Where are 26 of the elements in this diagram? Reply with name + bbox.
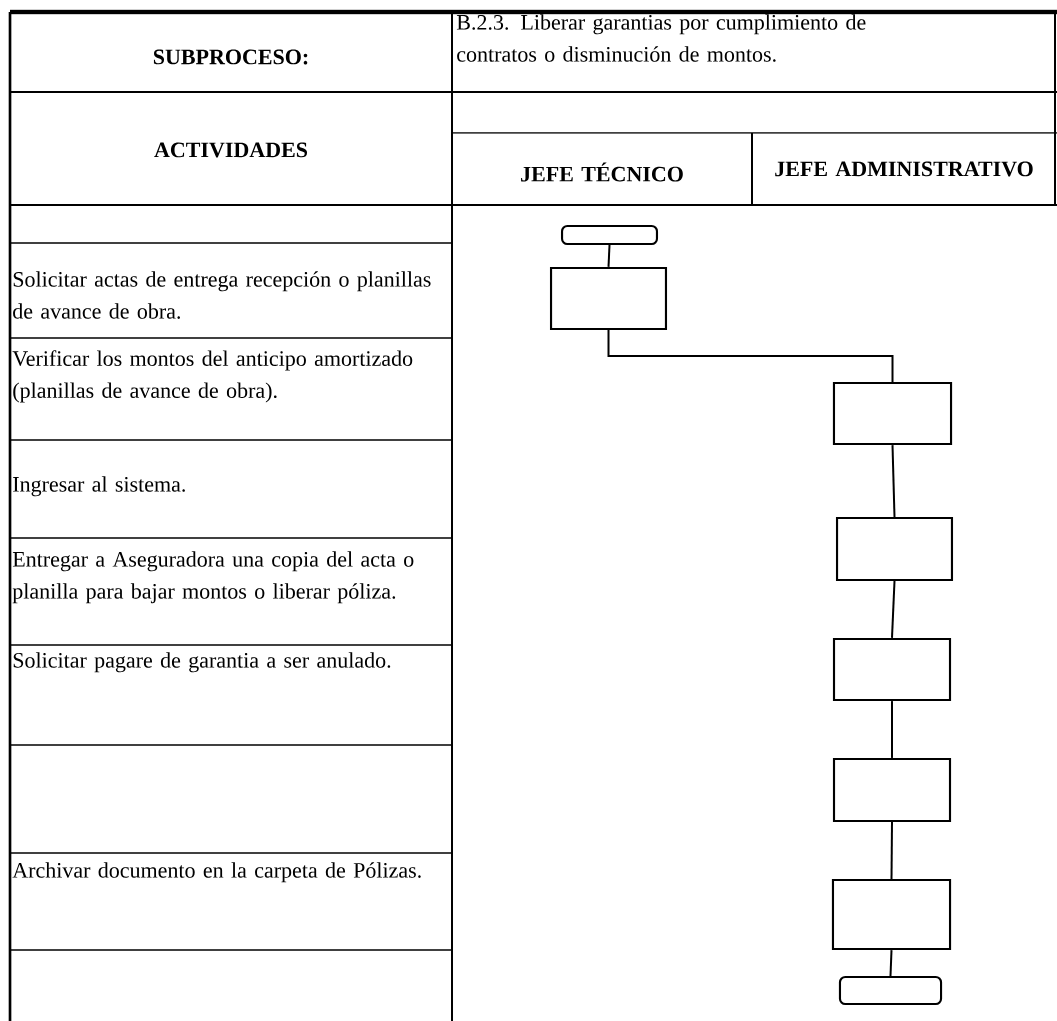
process-box — [832, 381, 953, 446]
process-box — [831, 878, 952, 951]
connector-line — [607, 244, 611, 268]
cell-text: Ingresar al sistema. — [13, 476, 185, 497]
cell-text: Solicitar actas de entrega recepción o planillas de avance de obra. — [13, 271, 431, 319]
process-box — [832, 757, 952, 823]
process-box — [549, 266, 668, 331]
connector-line — [891, 444, 896, 518]
header-text: ACTIVIDADES — [154, 142, 308, 158]
cell-text: Archivar documento en la carpeta de Pólizas. — [12, 862, 421, 883]
connector-line — [891, 700, 893, 759]
terminal-shape — [838, 975, 943, 1006]
connector-line — [891, 580, 896, 639]
connector-line — [607, 329, 894, 383]
cell-text: B.2.3. Liberar garantias por cumplimiento de contratos o disminución de montos. — [456, 14, 866, 62]
cell-text: Solicitar pagare de garantia a ser anulado. — [13, 652, 391, 673]
connector-line — [889, 949, 893, 977]
terminal-shape — [560, 224, 659, 246]
cell-text: Verificar los montos del anticipo amortizado (planillas de avance de obra). — [12, 350, 413, 403]
header-text: JEFE TÉCNICO — [521, 162, 683, 182]
process-box — [835, 516, 954, 582]
connector-line — [890, 821, 893, 880]
cell-text: Entregar a Aseguradora una copia del acta o planilla para bajar montos o liberar póliza. — [12, 551, 414, 604]
header-text: SUBPROCESO: — [153, 49, 308, 65]
header-text: JEFE ADMINISTRATIVO — [775, 161, 1033, 177]
process-box — [832, 637, 952, 702]
